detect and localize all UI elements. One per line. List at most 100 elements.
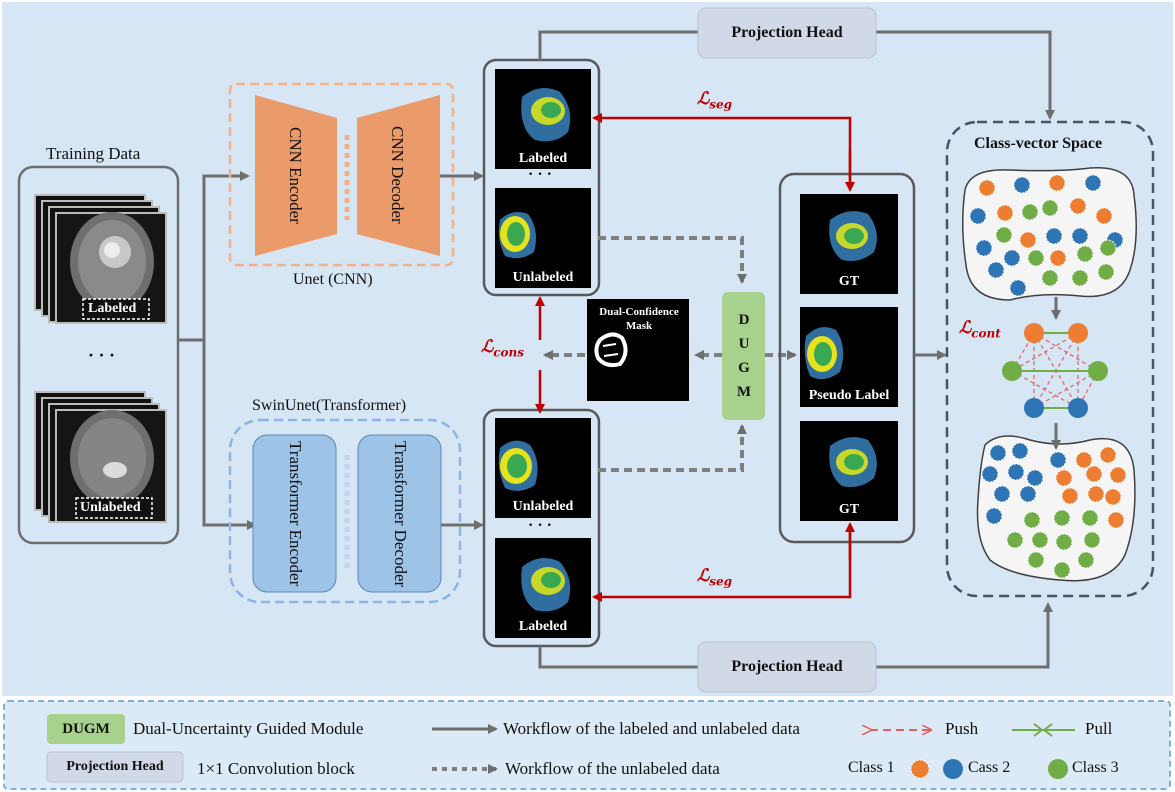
legend-panel [3,700,1171,790]
flow-to-unet [178,171,250,342]
class-vector-dot [1013,176,1031,194]
legend-projection-tag: Projection Head [66,759,164,774]
class-graph-node [1068,323,1088,343]
class-vector-dot [1045,227,1063,245]
legend-class2-dot [943,759,963,779]
top-to-projection [538,30,700,60]
pred-bottom-unlabeled-image [495,418,591,518]
legend-dugm-tag: DUGM [62,720,110,737]
class-vector-dot [1107,511,1125,529]
legend-flow-solid: Workflow of the labeled and unlabeled da… [503,719,800,738]
legend-dugm-desc: Dual-Uncertainty Guided Module [133,719,364,738]
class-vector-dot [1027,551,1045,569]
pred-top-unlabeled-image [495,188,591,288]
class-vector-dot [996,204,1014,222]
legend-push: Push [945,719,979,738]
pseudo-label-image [800,307,898,407]
cnn-decoder-shape [357,95,440,256]
cnn-decoder-label: CNN Decoder [388,126,407,224]
bottom-labeled-label: Labeled [518,619,568,634]
class-vector-dot [1076,245,1094,263]
legend-class3-dot [1048,759,1068,779]
cnn-encoder-label: CNN Encoder [286,126,305,224]
transformer-encoder-label: Transformer Encoder [286,441,305,587]
class-vector-dot [975,239,993,257]
class-vector-dot [1011,442,1029,460]
class-vector-dot [1003,249,1021,267]
top-labeled-label: Labeled [518,151,568,166]
cons-loss: ℒcons [481,337,525,360]
legend-flow-dashed: Workflow of the unlabeled data [505,759,720,778]
gt-bottom-image [800,421,898,521]
class-space-title: Class-vector Space [974,135,1103,152]
unlabeled-bottom-to-dugm [598,424,747,472]
cnn-encoder-shape [255,95,337,256]
dual-confidence-mask-label: Dual-Confidence Mask [599,306,679,332]
push-edge [1011,370,1079,409]
top-unlabeled-label: Unlabeled [512,270,574,285]
class-vector-dot [1048,174,1066,192]
class-vector-dot [1087,485,1105,503]
pred-top-labeled-image [495,69,591,169]
training-unlabeled-label: Unlabeled [80,500,141,515]
class-vector-dot [995,226,1013,244]
push-edge [1033,370,1099,409]
swinunet-frame [228,418,462,604]
projection-to-space-bottom [875,602,1053,669]
unet-frame [228,82,455,267]
class-vector-dot [989,444,1007,462]
class-graph-node [1002,361,1022,381]
push-edge [1033,332,1099,372]
class-vector-dot [1097,263,1115,281]
class-vector-dot [1085,465,1103,483]
class-vector-dot [969,207,987,225]
class-graph-node [1088,361,1108,381]
legend-class1-dot [910,759,930,779]
gt-bottom-label: GT [838,502,860,517]
cont-loss: ℒcont [959,318,1001,341]
class-vector-dot [1055,469,1073,487]
seg-loss-bottom: ℒseg [697,566,733,589]
class-vector-dot [1104,488,1122,506]
training-data-frame [17,165,180,545]
class-vector-dot [993,485,1011,503]
dual-confidence-mask-image [587,299,689,401]
bottom-to-projection [538,646,700,669]
legend-pull: Pull [1085,719,1113,738]
class-vector-dot [1049,249,1067,267]
class-vector-dot [1077,551,1095,569]
class-vector-dot [1075,451,1093,469]
gt-top-label: GT [838,274,860,289]
legend-projection-swatch [46,751,184,783]
class-vector-dot [1023,511,1041,529]
swinunet-caption: SwinUnet(Transformer) [252,397,407,414]
class-graph-node [1024,398,1044,418]
class-vector-dot [1019,485,1037,503]
legend-projection-desc: 1×1 Convolution block [197,759,355,778]
class-vector-dot [1031,531,1049,549]
gt-top-image [800,194,898,294]
top-dots: · · · [528,166,553,183]
class-vector-dot [1006,531,1024,549]
class-graph-node [1068,398,1088,418]
class-vector-dot [1009,279,1027,297]
push-pull-graph [1002,323,1108,418]
class-vector-dot [1007,463,1025,481]
seg-loss-top: ℒseg [697,89,733,112]
class-vector-dot [1053,509,1071,527]
legend-class3: Class 3 [1072,759,1119,776]
dugm-box [722,292,765,420]
class-vector-dot [1069,197,1087,215]
labeled-mri-stack [34,194,167,324]
bottom-dots: · · · [528,517,553,534]
projection-head-top-box [697,7,877,59]
training-data-title: Training Data [46,144,141,163]
projection-head-top: Projection Head [731,24,843,41]
class-vector-dot [1041,269,1059,287]
class-vector-dot [1021,203,1039,221]
class-vector-dot [978,179,996,197]
class-vector-dot [1084,174,1102,192]
class-vector-dot [1055,533,1073,551]
